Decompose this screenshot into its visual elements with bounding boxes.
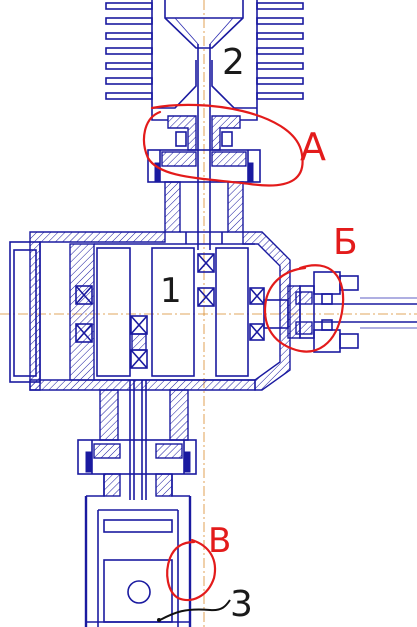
part-label-2: 2 (222, 42, 245, 83)
callout-b-letter: Б (333, 222, 358, 263)
callout-a: А (142, 103, 326, 187)
bearings (75, 253, 265, 369)
callout-v-letter: В (208, 521, 231, 561)
leader-dot-3 (157, 618, 161, 622)
part-label-1: 1 (160, 271, 182, 311)
lower-cylinder (77, 380, 197, 627)
crankcase (9, 231, 291, 391)
callout-b: Б (264, 222, 358, 353)
valve-seat-assembly (147, 115, 261, 244)
callout-a-letter: А (300, 125, 326, 169)
part-label-3: 3 (230, 584, 253, 625)
leader-line-3 (159, 599, 231, 621)
cooling-fins (105, 0, 304, 108)
callout-v: В (166, 521, 231, 602)
cylinder-head (105, 0, 304, 250)
output-shaft-seal (263, 271, 417, 353)
